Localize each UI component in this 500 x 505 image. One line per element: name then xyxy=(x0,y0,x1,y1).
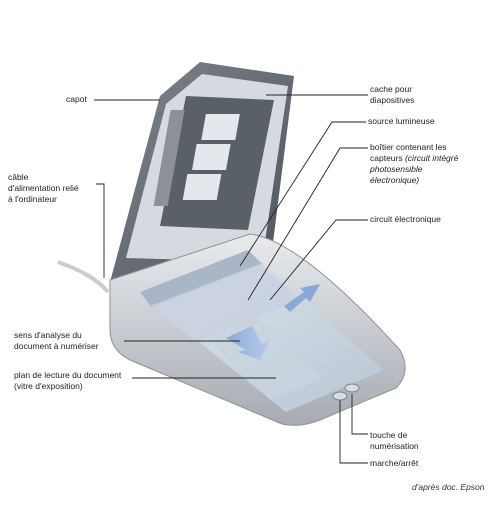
leader-marche xyxy=(339,400,368,464)
slide-frame-3 xyxy=(182,174,222,200)
label-capot: capot xyxy=(66,94,87,104)
scan-direction-arrow xyxy=(226,326,270,360)
label-plan: plan de lecture du document (vitre d'exp… xyxy=(14,370,122,391)
sensor-carriage xyxy=(150,264,300,342)
label-source: source lumineuse xyxy=(368,116,435,126)
slide-frame-1 xyxy=(201,114,240,140)
label-cable: câble d'alimentation relié à l'ordinateu… xyxy=(8,172,79,204)
power-cable xyxy=(57,260,110,294)
credit: d'après doc. Epson xyxy=(412,482,485,492)
slide-strip xyxy=(153,110,185,206)
light-source xyxy=(140,250,262,308)
power-button xyxy=(332,391,348,401)
scan-button xyxy=(344,383,360,393)
leader-circuit xyxy=(269,219,368,301)
label-boitier: boîtier contenant les capteurs (circuit … xyxy=(370,142,459,185)
leader-touche xyxy=(351,394,368,435)
leader-lines xyxy=(94,94,368,464)
label-sens: sens d'analyse du document à numériser xyxy=(14,330,99,351)
leader-boitier xyxy=(247,147,368,301)
return-arrow xyxy=(284,284,320,312)
slide-frame-2 xyxy=(192,144,231,170)
label-cache: cache pour diapositives xyxy=(370,84,415,105)
label-touche: touche de numérisation xyxy=(370,430,419,451)
leader-cable xyxy=(96,183,105,278)
label-circuit: circuit électronique xyxy=(370,214,441,224)
label-marche: marche/arrêt xyxy=(370,458,419,468)
leader-source xyxy=(239,121,366,267)
